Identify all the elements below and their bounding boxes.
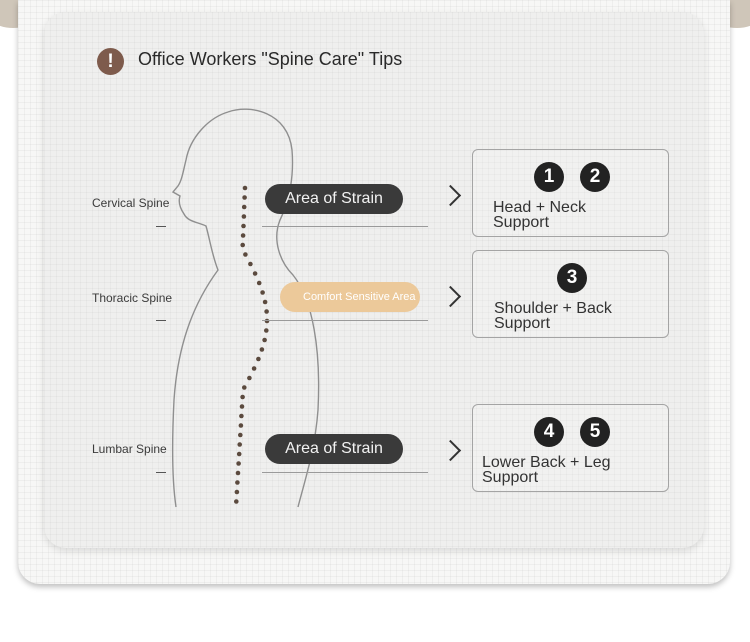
spine-dot xyxy=(239,404,245,409)
spine-dot xyxy=(240,242,245,248)
spine-dot xyxy=(234,499,239,504)
tick-thoracic xyxy=(156,320,166,321)
spine-dot xyxy=(236,451,242,457)
pill-area-of-strain-top: Area of Strain xyxy=(265,184,403,214)
spine-dot xyxy=(241,214,247,219)
spine-dot xyxy=(256,280,262,286)
spine-dot xyxy=(241,223,246,229)
spine-dot xyxy=(259,347,265,352)
pill-comfort-sensitive-area: Comfort Sensitive Area xyxy=(280,282,420,312)
spine-dot xyxy=(235,480,240,485)
spine-dot xyxy=(247,375,252,381)
spine-dot xyxy=(248,261,253,267)
spine-dots xyxy=(234,185,270,504)
tip-line-2: Support xyxy=(482,469,539,486)
spine-dot xyxy=(264,318,270,324)
spine-dot xyxy=(242,195,247,200)
spine-dot xyxy=(238,423,244,428)
pill-area-of-strain-bottom: Area of Strain xyxy=(265,434,403,464)
spine-dot xyxy=(240,394,245,400)
spine-dot xyxy=(262,337,267,343)
tick-lumbar xyxy=(156,472,166,473)
guide-line-bottom xyxy=(262,472,428,473)
number-badge: 1 xyxy=(534,162,564,192)
spine-dot xyxy=(256,356,261,362)
page-title: Office Workers "Spine Care" Tips xyxy=(138,49,403,69)
exclamation-icon: ! xyxy=(97,48,124,75)
spine-dot xyxy=(242,185,248,191)
spine-dot xyxy=(240,233,246,238)
tip-line-1: Shoulder + Back xyxy=(494,300,612,317)
spine-dot xyxy=(260,290,265,295)
tip-line-1: Lower Back + Leg xyxy=(482,454,611,471)
tick-cervical xyxy=(156,226,166,227)
spine-dot xyxy=(251,366,257,371)
spine-dot xyxy=(237,442,242,447)
label-lumbar-spine: Lumbar Spine xyxy=(92,442,167,456)
spine-dot xyxy=(238,432,243,438)
body-silhouette-back xyxy=(227,108,320,508)
tip-card-lower-back-leg: 4 5 Lower Back + Leg Support xyxy=(472,404,669,492)
label-thoracic-spine: Thoracic Spine xyxy=(92,291,173,305)
tip-card-head-neck: 1 2 Head + Neck Support xyxy=(472,149,669,237)
spine-dot xyxy=(262,299,268,305)
number-badge: 5 xyxy=(580,417,610,447)
spine-dot xyxy=(235,470,241,476)
spine-dot xyxy=(241,204,247,210)
number-badge: 3 xyxy=(557,263,587,293)
tip-line-1: Head + Neck xyxy=(493,199,586,216)
body-silhouette-front xyxy=(171,111,229,508)
spine-dot xyxy=(252,271,258,276)
spine-dot xyxy=(264,328,269,333)
spine-dot xyxy=(234,489,240,495)
spine-dot xyxy=(242,385,247,390)
spine-dot xyxy=(239,413,244,419)
guide-line-middle xyxy=(262,320,428,321)
spine-dot xyxy=(243,252,248,257)
tip-line-2: Support xyxy=(494,315,551,332)
guide-line-top xyxy=(262,226,428,227)
spine-dot xyxy=(264,309,269,314)
number-badge: 4 xyxy=(534,417,564,447)
tip-line-2: Support xyxy=(493,214,550,231)
label-cervical-spine: Cervical Spine xyxy=(92,196,170,210)
spine-dot xyxy=(236,461,241,466)
tip-card-shoulder-back: 3 Shoulder + Back Support xyxy=(472,250,669,338)
number-badge: 2 xyxy=(580,162,610,192)
